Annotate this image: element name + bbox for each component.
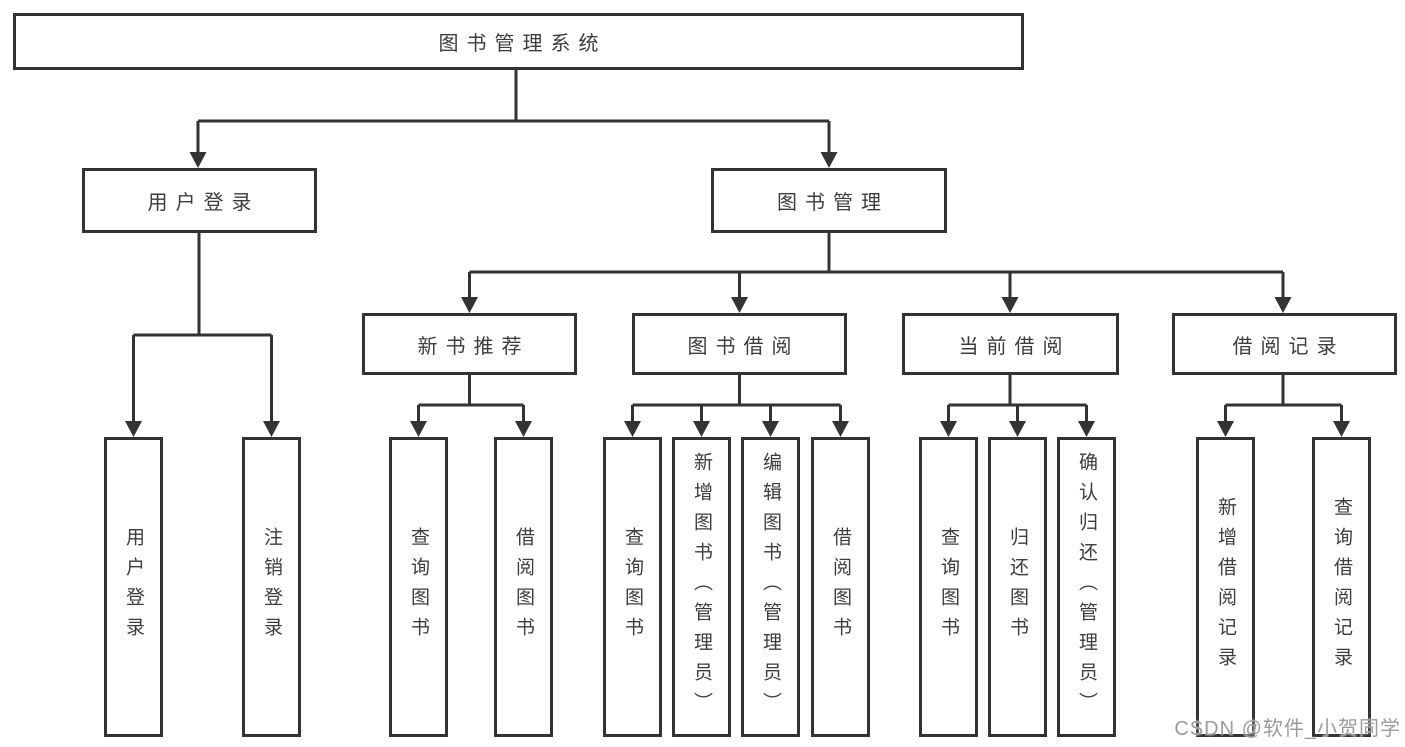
leaf-recommend-query-book-label: 查询图书: [408, 527, 429, 647]
leaf-recommend-borrow-book-label: 借阅图书: [513, 527, 534, 647]
leaf-borrow-add-book-admin: 新增图书（管理员）: [672, 437, 731, 737]
leaf-current-confirm-return-admin: 确认归还（管理员）: [1057, 437, 1116, 737]
leaf-logout: 注销登录: [242, 437, 301, 737]
node-borrow-records-label: 借阅记录: [1232, 335, 1345, 358]
node-current-borrow-label: 当前借阅: [958, 335, 1071, 358]
leaf-recommend-borrow-book: 借阅图书: [494, 437, 553, 737]
node-book-borrow-label: 图书借阅: [687, 335, 800, 358]
csdn-watermark: CSDN @软件_小贺同学: [1174, 718, 1401, 740]
leaf-current-confirm-return-admin-label: 确认归还（管理员）: [1076, 452, 1097, 722]
node-new-book-recommend: 新书推荐: [362, 313, 577, 375]
leaf-borrow-borrow-book: 借阅图书: [811, 437, 870, 737]
leaf-borrow-query-book-label: 查询图书: [622, 527, 643, 647]
node-root-label: 图书管理系统: [438, 33, 607, 55]
node-user-login: 用户登录: [82, 168, 317, 233]
leaf-current-query-book: 查询图书: [919, 437, 978, 737]
leaf-records-add-record: 新增借阅记录: [1196, 437, 1255, 737]
leaf-logout-label: 注销登录: [261, 527, 282, 647]
leaf-records-query-record-label: 查询借阅记录: [1331, 497, 1352, 677]
leaf-current-query-book-label: 查询图书: [938, 527, 959, 647]
node-book-management-label: 图书管理: [777, 192, 889, 214]
leaf-user-login: 用户登录: [104, 437, 163, 737]
leaf-records-add-record-label: 新增借阅记录: [1215, 497, 1236, 677]
leaf-records-query-record: 查询借阅记录: [1312, 437, 1371, 737]
leaf-current-return-book-label: 归还图书: [1007, 527, 1028, 647]
node-user-login-label: 用户登录: [147, 192, 260, 214]
node-borrow-records: 借阅记录: [1172, 313, 1397, 375]
leaf-user-login-label: 用户登录: [123, 527, 144, 647]
leaf-recommend-query-book: 查询图书: [389, 437, 448, 737]
node-book-borrow: 图书借阅: [632, 313, 847, 375]
node-book-management: 图书管理: [711, 168, 947, 233]
node-new-book-recommend-label: 新书推荐: [417, 335, 530, 358]
leaf-borrow-edit-book-admin-label: 编辑图书（管理员）: [760, 452, 781, 722]
leaf-current-return-book: 归还图书: [988, 437, 1047, 737]
node-current-borrow: 当前借阅: [902, 313, 1119, 375]
leaf-borrow-add-book-admin-label: 新增图书（管理员）: [691, 452, 712, 722]
leaf-borrow-borrow-book-label: 借阅图书: [830, 527, 851, 647]
node-root-library-system: 图书管理系统: [13, 13, 1024, 70]
leaf-borrow-edit-book-admin: 编辑图书（管理员）: [741, 437, 800, 737]
leaf-borrow-query-book: 查询图书: [603, 437, 662, 737]
